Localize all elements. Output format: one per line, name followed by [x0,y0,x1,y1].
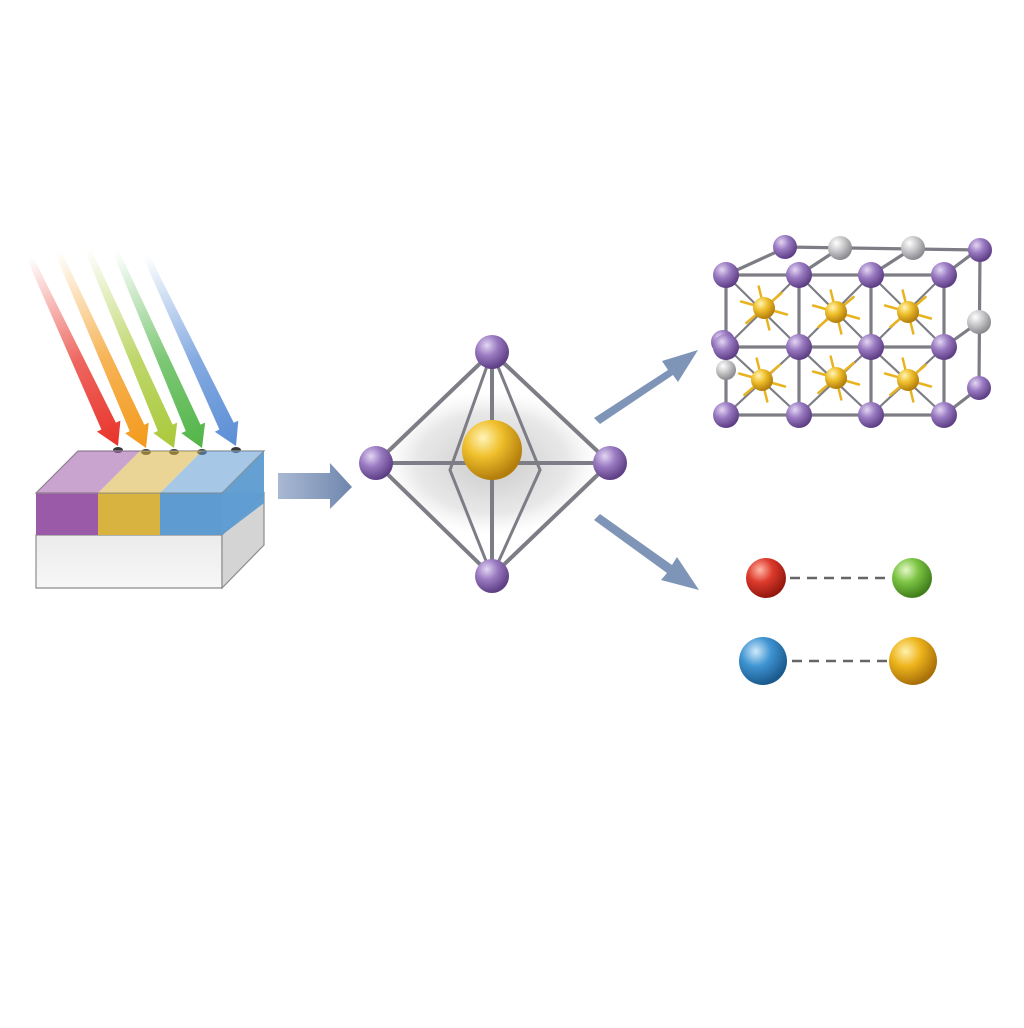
octahedron-center-atom [462,420,522,480]
octahedron-corner-atom-top [475,335,509,369]
octahedron-corner-atom-right [593,446,627,480]
lattice-node-atom-10 [786,402,812,428]
lattice-node-atom-4 [931,262,957,288]
pair-1-left-atom [746,558,786,598]
lattice-interstitial-atom-5 [811,355,861,401]
lattice-node-atom-7 [858,334,884,360]
lattice-interstitial-atom-3 [883,289,933,335]
atom-pair-1 [746,558,932,598]
light-beam-1 [27,256,121,446]
slab-side-layer [222,451,264,535]
slab-top-surface-1 [36,451,140,493]
flow-arrow-down-right [594,514,699,590]
flow-arrow-up-right [594,350,698,424]
slab-top-surface-2 [98,451,202,493]
lattice-node-atom-11 [858,402,884,428]
slab-front-face [35,534,223,589]
flow-arrow-right [278,463,352,509]
slab-front-layer-3 [160,493,222,535]
lattice-interstitial-atom-1 [739,285,789,331]
octahedron-corner-atom-bottom [475,559,509,593]
slab-front-layer-1 [36,493,98,535]
atom-pairs [739,558,937,685]
lattice-interstitial-atom-6 [883,357,933,403]
lattice-back-atom-1 [773,235,797,259]
lattice-edge-atom-2 [901,236,925,260]
slab-front-layer-2 [98,493,160,535]
lattice-node-atom-1 [713,262,739,288]
layered-substrate [34,450,266,590]
lattice-node-atom-8 [931,334,957,360]
pair-2-left-atom [739,637,787,685]
lattice-edge-atom-4 [716,360,736,380]
lattice-node-atom-3 [858,262,884,288]
lattice-edge-atom-3 [967,310,991,334]
slab-color-layers [34,450,266,536]
light-beams [27,248,241,455]
lattice-interstitial-atom-4 [737,357,787,403]
octahedron-corner-atom-left [359,446,393,480]
lattice-back-atom-2 [968,238,992,262]
lattice-node-atom-12 [931,402,957,428]
pair-1-right-atom [892,558,932,598]
light-beam-5 [143,254,239,446]
light-beam-2 [55,250,149,448]
crystal-lattice [711,235,992,428]
slab-top-surface-3 [160,451,264,493]
octahedral-unit [359,335,627,593]
light-beam-4 [113,250,206,448]
lattice-node-atom-2 [786,262,812,288]
lattice-node-atom-5 [713,334,739,360]
pair-2-right-atom [889,637,937,685]
lattice-node-atom-6 [786,334,812,360]
lattice-node-atom-9 [713,402,739,428]
lattice-back-atom-3 [967,376,991,400]
lattice-interstitial-atom-2 [811,289,861,335]
lattice-edge-atom-1 [828,236,852,260]
light-beam-3 [85,248,178,448]
atom-pair-2 [739,637,937,685]
